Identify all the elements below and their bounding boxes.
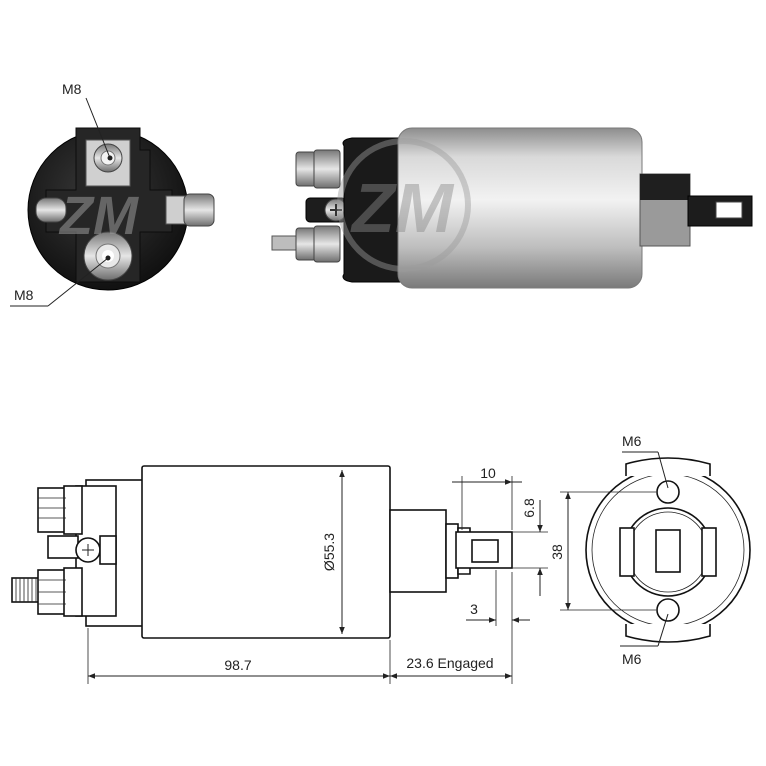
dim-engaged-travel: 23.6 Engaged	[406, 655, 493, 671]
front-drawing: 38 M6 M6	[549, 433, 751, 667]
side-drawing: Ø55.3 98.7 23.6 Engaged 10 6.8 3	[11, 465, 548, 684]
dim-mount-spacing: 38	[549, 544, 565, 560]
mount-label-upper: M6	[622, 433, 642, 449]
dim-total-length: 98.7	[224, 657, 251, 673]
side-view-photo: ZM	[271, 127, 753, 289]
dim-plunger-length: 10	[480, 465, 496, 481]
watermark-text: ZM	[58, 186, 139, 246]
watermark-logo-side: ZM	[337, 138, 471, 272]
thread-label-lower: M8	[14, 287, 34, 303]
dim-plunger-width: 6.8	[521, 498, 537, 518]
end-view-photo: ZM M8 M8	[10, 81, 215, 307]
watermark-text-side: ZM	[350, 169, 455, 247]
mount-label-lower: M6	[622, 651, 642, 667]
thread-label-upper: M8	[62, 81, 82, 97]
watermark-logo: ZM	[58, 186, 139, 246]
dim-body-diameter: Ø55.3	[321, 533, 337, 571]
dim-plunger-offset: 3	[470, 601, 478, 617]
